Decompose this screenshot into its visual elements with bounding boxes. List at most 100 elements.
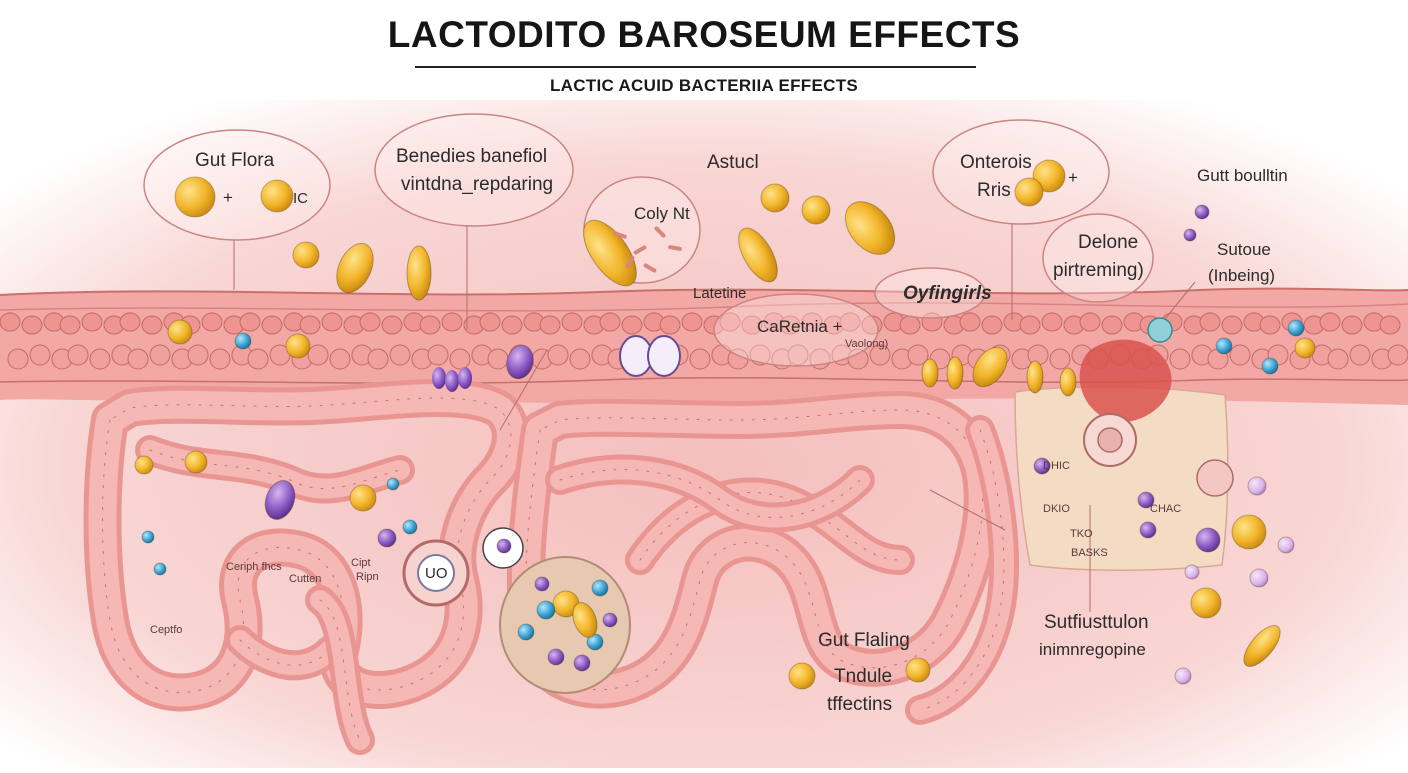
- label-tndule-line1: Tndule: [834, 666, 893, 687]
- epithelial-cell: [201, 312, 223, 332]
- epithelial-cell: [1327, 348, 1349, 370]
- bacterium-purple-rod: [445, 370, 459, 392]
- epithelial-cell: [261, 315, 283, 335]
- epithelial-cell: [779, 315, 801, 335]
- bacterium-coccus: [167, 319, 193, 345]
- epithelial-cell: [1319, 312, 1341, 332]
- label-sutoue-line1: Sutoue: [1217, 240, 1271, 259]
- epithelial-cell: [959, 312, 981, 332]
- immune-cell: [647, 335, 681, 377]
- epithelial-cell: [839, 312, 861, 332]
- epithelial-cell: [119, 312, 141, 332]
- label-small-right2: DKIO: [1043, 503, 1070, 515]
- bacterium-coccus: [536, 600, 556, 620]
- receptor-cluster: [1147, 317, 1173, 343]
- epithelial-cell: [719, 312, 741, 332]
- bacterium-coccus: [1194, 204, 1210, 220]
- epithelial-cell: [1079, 312, 1101, 332]
- intestine-fold: [919, 429, 1005, 711]
- epithelial-cell: [29, 344, 51, 366]
- intestine-fold: [559, 469, 861, 518]
- bacterium-small-rod: [633, 245, 647, 255]
- epithelial-cell: [659, 315, 681, 335]
- epithelial-cell: [1349, 344, 1371, 366]
- epithelial-cell: [1169, 348, 1191, 370]
- epithelial-cell: [1379, 315, 1401, 335]
- epithelial-cell: [127, 348, 149, 370]
- bacterium-coccus: [292, 241, 320, 269]
- bacterium-rod: [1026, 360, 1044, 394]
- bacterium-coccus: [134, 455, 154, 475]
- label-delone-line1: Delone: [1078, 232, 1139, 253]
- bacterium-purple-rod: [458, 367, 472, 389]
- epithelial-cell: [449, 348, 471, 370]
- bacterium-rod: [844, 201, 896, 255]
- bacterium-coccus: [1287, 319, 1305, 337]
- epithelial-cell: [81, 312, 103, 332]
- bacterium-rod: [921, 358, 939, 388]
- bubble-oyfingirls: [874, 267, 986, 319]
- epithelial-cell: [599, 312, 621, 332]
- label-benedies-line2: vintdna_repdaring: [401, 174, 554, 195]
- epithelial-cell: [749, 344, 771, 366]
- label-latetine: Latetine: [693, 285, 747, 302]
- epithelial-cell: [1221, 315, 1243, 335]
- bacterium-coccus: [1247, 476, 1267, 496]
- bubble-benedies: [374, 113, 574, 227]
- bacterium-coccus: [591, 579, 609, 597]
- bacterium-coccus: [402, 519, 418, 535]
- epithelial-cell: [681, 312, 703, 332]
- bacterium-coccus: [285, 333, 311, 359]
- bacterium-coccus: [1014, 177, 1044, 207]
- bacterium-coccus: [788, 662, 816, 690]
- label-rris: Rris: [977, 180, 1011, 201]
- epithelial-cell: [479, 312, 501, 332]
- bacterium-small-rod: [643, 263, 657, 273]
- bacterium-rod: [1059, 367, 1077, 397]
- epithelial-cell: [487, 348, 509, 370]
- epithelial-cell: [1387, 344, 1408, 366]
- label-cipt-line2: Ripn: [356, 571, 379, 583]
- bacterium-coccus: [1249, 568, 1269, 588]
- bacterium-small-rod: [668, 245, 682, 251]
- label-small-left1: Ceriph fhcs: [226, 561, 282, 573]
- epithelial-cell: [59, 315, 81, 335]
- bacterium-rod: [946, 356, 964, 390]
- epithelial-cell: [21, 315, 43, 335]
- label-sutf-line1: Sutfiusttulon: [1044, 612, 1149, 633]
- label-gut-flaling: Gut Flaling: [818, 630, 910, 651]
- epithelial-cell: [801, 312, 823, 332]
- bacterium-coccus: [153, 562, 167, 576]
- epithelial-cell: [869, 344, 891, 366]
- label-small-right5: BASKS: [1071, 547, 1108, 559]
- bacterium-coccus: [184, 450, 208, 474]
- bacterium-coccus: [1137, 491, 1155, 509]
- bubble-onterois: [932, 119, 1110, 225]
- bacterium-coccus: [573, 654, 591, 672]
- epithelial-cell: [89, 348, 111, 370]
- bacterium-rod: [336, 242, 374, 294]
- bacterium-rod: [972, 346, 1008, 388]
- epithelial-cell: [1101, 315, 1123, 335]
- label-oyfingirls: Oyfingirls: [903, 283, 992, 304]
- bacterium-coccus: [534, 576, 550, 592]
- bacterium-coccus: [349, 484, 377, 512]
- bacterium-coccus: [496, 538, 512, 554]
- epithelial-cell: [427, 344, 449, 366]
- epithelial-cell: [1019, 315, 1041, 335]
- epithelial-cell: [7, 348, 29, 370]
- bacterium-coccus: [174, 176, 216, 218]
- bacterium-coccus: [1195, 527, 1221, 553]
- epithelial-cell: [0, 312, 21, 332]
- epithelial-cell: [621, 315, 643, 335]
- epithelial-cell: [269, 344, 291, 366]
- epithelial-cell: [67, 344, 89, 366]
- bacterium-coccus: [1183, 228, 1197, 242]
- epithelial-cell: [547, 344, 569, 366]
- lesion-vessel: [1079, 339, 1172, 422]
- epithelial-cell: [441, 312, 463, 332]
- bacterium-coccus: [905, 657, 931, 683]
- label-caretnia: CaRetnia +: [757, 317, 843, 336]
- villus-cross-section: [402, 539, 470, 607]
